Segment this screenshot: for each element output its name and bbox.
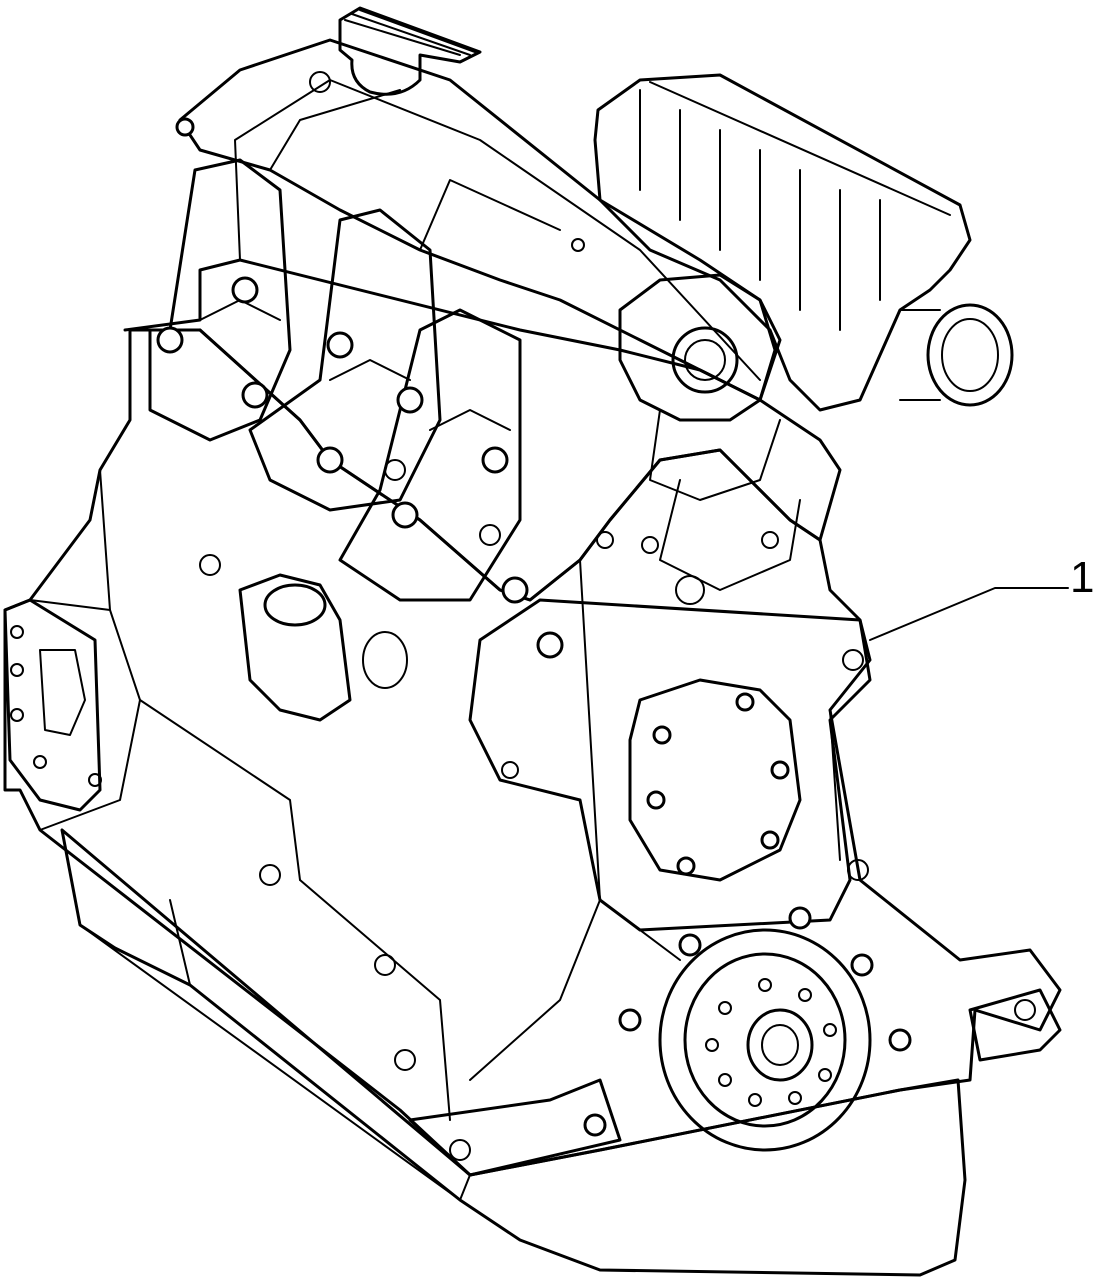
head-bolts [156, 117, 659, 1071]
oil-sump [60, 828, 967, 1277]
oil-filler-cap [338, 6, 482, 96]
callout-label-1: 1 [1070, 553, 1095, 602]
flange-left [3, 598, 102, 812]
front-bracket [408, 988, 1062, 1177]
timing-cover [468, 598, 872, 932]
distributor [618, 273, 801, 605]
intake-manifold [148, 158, 522, 602]
callout-leader-1 [869, 587, 1069, 641]
valve-cover [178, 38, 782, 402]
crankshaft-pulley [583, 906, 912, 1152]
air-filter-housing [593, 73, 1014, 412]
water-outlet [238, 573, 408, 722]
